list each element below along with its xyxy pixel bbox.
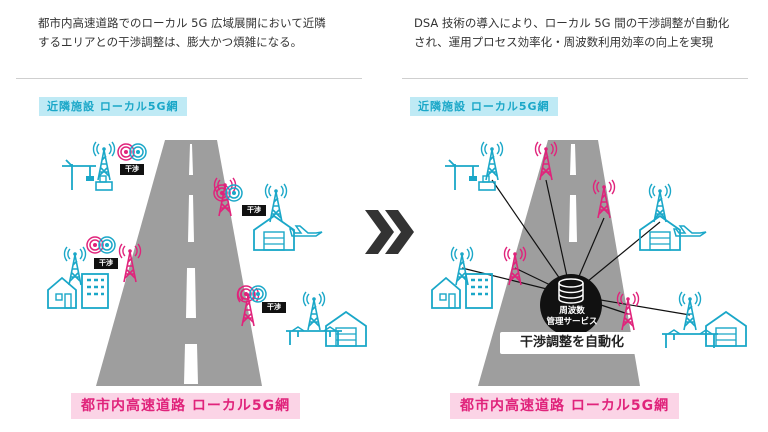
left-tower-cyan-right [264, 183, 288, 223]
left-interference-rings-mid [86, 236, 116, 254]
database-icon [558, 278, 584, 304]
left-description-line1: 都市内高速道路でのローカル 5G 広域展開において近隣 [38, 16, 326, 30]
service-label-line2: 管理サービス [546, 317, 598, 327]
interference-badge-mid: 干渉 [94, 258, 118, 269]
left-lane-markings [184, 144, 198, 384]
service-hub [540, 274, 602, 336]
left-highway [96, 140, 262, 386]
transition-arrow-icon [365, 210, 414, 254]
left-neighbor-label: 近隣施設 ローカル5G網 [39, 97, 187, 116]
left-warehouse-icon [253, 215, 295, 251]
left-scene [47, 140, 367, 386]
left-description-line2: するエリアとの干渉調整は、膨大かつ煩雑になる。 [38, 35, 303, 49]
right-highway [478, 140, 640, 386]
left-divider [16, 78, 362, 79]
left-gantry-icon [285, 326, 343, 346]
left-interference-rings-top [117, 143, 147, 161]
left-tower-cyan-top [92, 141, 116, 181]
interference-badge-right: 干渉 [242, 205, 266, 216]
right-neighbor-label: 近隣施設 ローカル5G網 [410, 97, 558, 116]
right-warehouse-bottom-icon [705, 311, 747, 347]
right-tower-cyan-bottom [678, 291, 702, 331]
left-description: 都市内高速道路でのローカル 5G 広域展開において近隣 するエリアとの干渉調整は… [38, 14, 358, 52]
left-house-icon [47, 277, 77, 309]
service-label: 周波数 管理サービス [542, 306, 602, 328]
interference-badge-bottom: 干渉 [262, 302, 286, 313]
right-tower-cyan-top [480, 141, 504, 181]
right-airplane-icon [673, 225, 707, 237]
service-label-line1: 周波数 [559, 306, 585, 316]
left-tower-cyan-bottom [302, 291, 326, 331]
right-description-line1: DSA 技術の導入により、ローカル 5G 間の干渉調整が自動化 [414, 16, 730, 30]
right-building-icon [464, 272, 494, 310]
right-divider [402, 78, 748, 79]
right-highway-label: 都市内高速道路 ローカル5G網 [450, 393, 680, 419]
automation-label: 干渉調整を自動化 [500, 332, 644, 354]
right-tower-cyan-mid [450, 246, 474, 286]
interference-badge-top: 干渉 [120, 164, 144, 175]
right-lane-markings [569, 144, 577, 242]
left-building-icon [80, 272, 110, 310]
right-description-line2: され、運用プロセス効率化・周波数利用効率の向上を実現 [414, 35, 714, 49]
left-highway-label: 都市内高速道路 ローカル5G網 [71, 393, 301, 419]
right-scene [431, 140, 747, 386]
right-description: DSA 技術の導入により、ローカル 5G 間の干渉調整が自動化 され、運用プロセ… [414, 14, 744, 52]
